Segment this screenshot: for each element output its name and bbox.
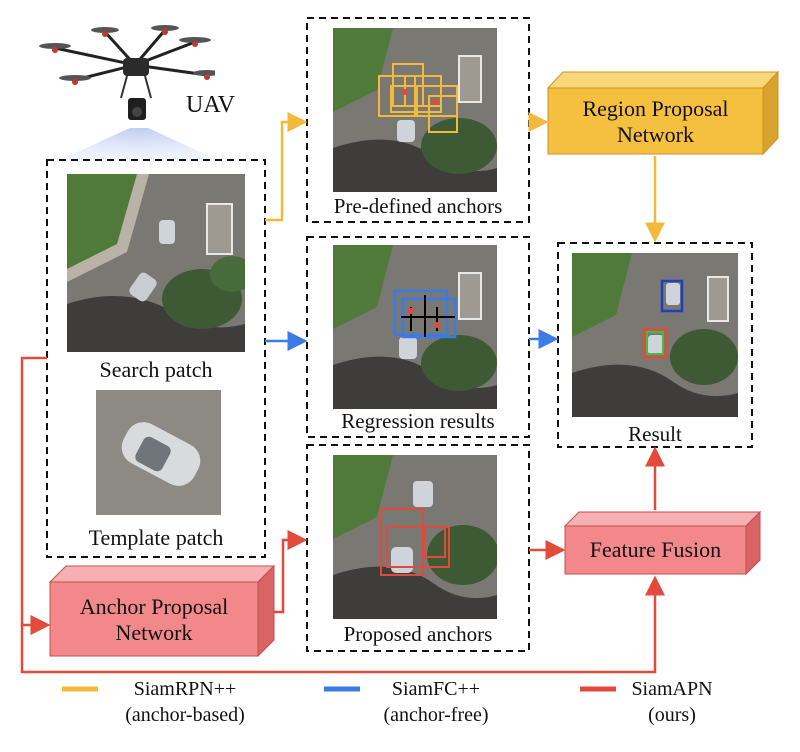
rpn-block-label: Region Proposal Network — [548, 96, 763, 148]
legend-desc: (ours) — [648, 704, 696, 726]
template-patch-image — [96, 390, 221, 515]
rpn-label-line1: Region Proposal — [582, 96, 729, 121]
apn-label-line2: Network — [115, 620, 193, 645]
proposed-box — [306, 444, 530, 652]
predefined-anchors-label: Pre-defined anchors — [333, 194, 503, 218]
legend-desc: (anchor-free) — [383, 704, 489, 726]
predefined-anchors-image — [333, 28, 497, 192]
search-patch-image — [67, 174, 245, 352]
legend-item-siamapn: SiamAPN (ours) — [612, 676, 732, 728]
legend-name: SiamFC++ — [391, 678, 481, 700]
proposed-anchors-label: Proposed anchors — [343, 622, 493, 646]
legend-name: SiamRPN++ — [133, 678, 237, 700]
legend-desc: (anchor-based) — [125, 704, 245, 726]
input-patches-box — [46, 159, 266, 558]
fusion-block — [563, 510, 762, 576]
rpn-block — [546, 70, 780, 156]
apn-label-line1: Anchor Proposal — [79, 594, 229, 619]
legend-name: SiamAPN — [631, 678, 713, 700]
apn-block — [48, 564, 276, 658]
search-patch-label: Search patch — [99, 357, 213, 382]
uav-beam — [60, 128, 218, 160]
arrow-search-to-apn — [20, 356, 51, 635]
rpn-label-line2: Network — [617, 122, 694, 147]
regression-results-image — [333, 245, 497, 409]
legend-item-siamrpn: SiamRPN++ (anchor-based) — [100, 676, 270, 728]
legend-item-siamfc: SiamFC++ (anchor-free) — [356, 676, 516, 728]
uav-label: UAV — [186, 92, 235, 118]
result-label: Result — [628, 422, 682, 446]
arrow-apn-to-proposed — [274, 530, 308, 614]
arrow-bypass-to-fusion — [20, 575, 665, 674]
fusion-block-label: Feature Fusion — [589, 537, 722, 562]
result-image — [572, 253, 738, 417]
template-patch-label: Template patch — [88, 525, 224, 550]
proposed-anchors-image — [333, 455, 497, 619]
uav-drone-icon — [39, 25, 215, 120]
regression-results-label: Regression results — [341, 409, 495, 433]
apn-block-label: Anchor Proposal Network — [50, 594, 258, 646]
arrow-search-to-predefined — [265, 112, 308, 222]
